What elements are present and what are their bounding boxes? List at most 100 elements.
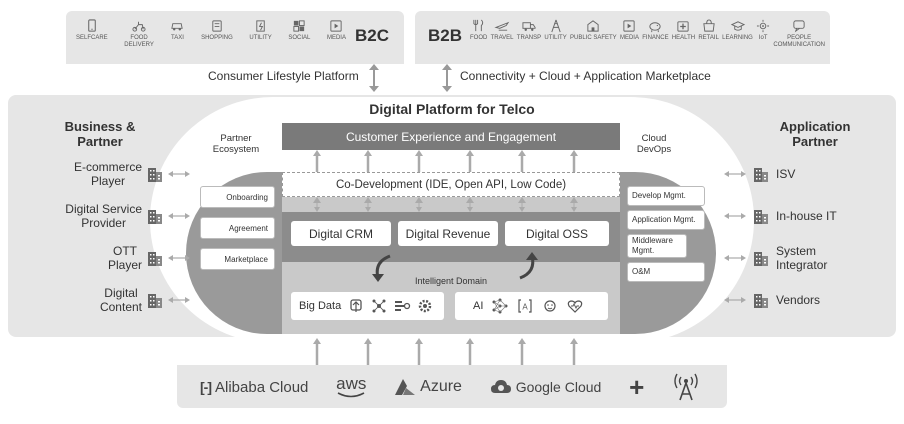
cloud-devops-item[interactable]: Middleware Mgmt. [627, 234, 687, 258]
application-partner-item[interactable]: System Integrator [724, 242, 894, 274]
phone-icon [88, 19, 96, 32]
business-partner-item[interactable]: OTT Player [30, 242, 190, 274]
b2b-item[interactable]: FINANCE [642, 19, 669, 59]
azure-logo: Azure [394, 378, 462, 396]
up-arrow [313, 338, 321, 365]
b2b-item[interactable]: FOOD [470, 19, 487, 59]
b2b-item[interactable]: TRAVEL [491, 19, 514, 59]
face-recognition-icon [544, 300, 557, 312]
building-icon [754, 210, 768, 224]
up-arrow [466, 150, 474, 172]
business-partner-item[interactable]: E-commerce Player [30, 158, 190, 190]
graduation-icon [730, 21, 745, 31]
big-data-box[interactable]: Big Data [291, 292, 444, 320]
b2b-item[interactable]: PUBLIC SAFETY [570, 19, 617, 59]
application-partner-label: ISV [776, 167, 796, 181]
google-cloud-logo: Google Cloud [490, 379, 602, 395]
digital-revenue-label: Digital Revenue [405, 226, 491, 241]
application-partner-item[interactable]: Vendors [724, 284, 894, 316]
b2b-item[interactable]: RETAIL [698, 19, 719, 59]
b2b-item-label: TRANSP [516, 35, 542, 41]
up-arrow [364, 150, 372, 172]
b2c-item[interactable]: UTILITY [249, 19, 272, 59]
b2b-item[interactable]: LEARNING [722, 19, 753, 59]
b2c-panel [66, 11, 404, 64]
double-arrow-icon [724, 171, 746, 177]
plane-icon [494, 21, 510, 31]
google-cloud-label: Google Cloud [515, 379, 602, 395]
b2b-item-label: TRAVEL [490, 35, 514, 41]
big-data-label: Big Data [299, 300, 342, 312]
b2c-item-label: TAXI [171, 35, 184, 41]
double-arrow-icon [724, 297, 746, 303]
cloud-devops-item[interactable]: Application Mgmt. [627, 210, 705, 230]
partner-ecosystem-item[interactable]: Agreement [200, 217, 275, 239]
up-arrow [518, 338, 526, 365]
double-arrow [466, 197, 474, 212]
digital-revenue-box[interactable]: Digital Revenue [398, 221, 498, 246]
network-nodes-icon [372, 299, 386, 313]
b2c-item[interactable]: TAXI [170, 19, 184, 59]
business-partner-label: Digital Service Provider [65, 202, 142, 230]
b2c-item[interactable]: SELFCARE [76, 19, 108, 59]
business-partner-title: Business & Partner [64, 119, 136, 149]
ai-box[interactable]: AI A [455, 292, 608, 320]
business-partner-label: OTT Player [107, 244, 142, 272]
business-partner-item[interactable]: Digital Service Provider [30, 200, 190, 232]
double-arrow [364, 197, 372, 212]
b2c-item-label: SOCIAL [288, 35, 311, 41]
up-arrow [570, 150, 578, 172]
cloud-devops-item[interactable]: O&M [627, 262, 705, 282]
co-development-box: Co-Development (IDE, Open API, Low Code) [282, 172, 620, 197]
scooter-icon [132, 21, 146, 32]
up-arrow [415, 338, 423, 365]
partner-ecosystem-item[interactable]: Onboarding [200, 186, 275, 208]
cloud-devops-item[interactable]: Develop Mgmt. [627, 186, 705, 206]
b2b-item-label: MEDIA [619, 35, 639, 41]
alibaba-cloud-logo: [-] Alibaba Cloud [200, 379, 308, 396]
b2b-item[interactable]: UTILITY [544, 19, 567, 59]
svg-text:A: A [523, 303, 529, 312]
double-arrow [415, 197, 423, 212]
digital-oss-box[interactable]: Digital OSS [505, 221, 609, 246]
b2b-item[interactable]: PEOPLE COMMUNICATION [773, 19, 825, 59]
b2c-title: B2C [355, 26, 390, 45]
media-icon [623, 20, 636, 32]
application-partner-item[interactable]: ISV [724, 158, 894, 190]
piggy-bank-icon [649, 22, 662, 33]
cycle-arrow-right [519, 252, 538, 280]
b2c-item[interactable]: FOOD DELIVERY [124, 19, 154, 59]
b2c-item-label: UTILITY [249, 35, 272, 41]
b2c-item[interactable]: MEDIA [327, 19, 346, 59]
plus-sign: + [629, 371, 645, 402]
b2b-item[interactable]: HEALTH [672, 19, 695, 59]
b2b-item[interactable]: IoT [756, 19, 770, 59]
digital-oss-label: Digital OSS [525, 226, 589, 241]
utility-icon [255, 20, 265, 32]
application-partner-label: In-house IT [776, 209, 837, 223]
up-arrow [466, 338, 474, 365]
business-partner-item[interactable]: Digital Content [30, 284, 190, 316]
social-icon [293, 20, 305, 32]
digital-crm-box[interactable]: Digital CRM [291, 221, 391, 246]
b2b-item-label: PUBLIC SAFETY [570, 35, 617, 41]
b2c-item[interactable]: SOCIAL [288, 19, 310, 59]
b2c-item[interactable]: SHOPPING [201, 19, 233, 59]
data-flow-icon [350, 299, 362, 312]
cycle-arrow-left [372, 254, 391, 282]
intelligent-domain-label: Intelligent Domain [414, 276, 488, 286]
partner-ecosystem-title: Partner Ecosystem [212, 133, 260, 155]
up-arrow [415, 150, 423, 172]
partner-ecosystem-item[interactable]: Marketplace [200, 248, 275, 270]
b2b-item[interactable]: MEDIA [620, 19, 639, 59]
building-icon [148, 252, 162, 266]
retail-icon [702, 19, 715, 32]
b2b-item-label: HEALTH [671, 35, 696, 41]
application-partner-item[interactable]: In-house IT [724, 200, 894, 232]
ai-label: AI [473, 300, 484, 312]
building-icon [754, 252, 768, 266]
b2b-item[interactable]: TRANSP [517, 19, 541, 59]
iot-icon [757, 19, 770, 33]
